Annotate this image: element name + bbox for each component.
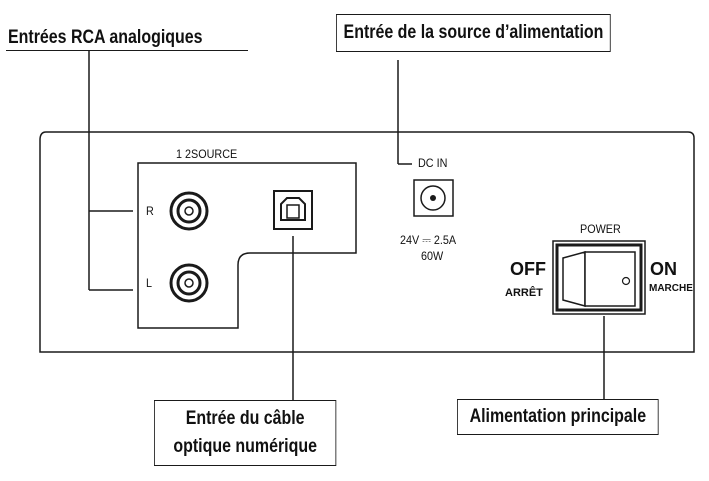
rca-jack-right	[169, 191, 209, 231]
rca-leader-line	[88, 50, 133, 291]
optical-port	[273, 190, 313, 230]
off-label-fr: ARRÊT	[505, 287, 543, 299]
dc-in-label: DC IN	[418, 156, 448, 170]
rca-inputs-underline	[6, 50, 248, 51]
dc-rating-line2: 60W	[421, 249, 444, 263]
main-power-text: Alimentation principale	[469, 406, 647, 427]
off-label: OFF	[510, 259, 546, 279]
rca-inputs-callout: Entrées RCA analogiques	[8, 26, 203, 50]
on-label-fr: MARCHE	[649, 283, 693, 294]
optical-input-text-line2: optique numérique	[173, 435, 317, 457]
channel-left-label: L	[146, 276, 153, 290]
power-source-leader-line	[397, 60, 412, 165]
power-source-input-callout: Entrée de la source d’alimentation	[336, 14, 611, 52]
power-label: POWER	[580, 222, 621, 236]
rca-inputs-text: Entrées RCA analogiques	[8, 27, 203, 48]
power-source-input-text: Entrée de la source d’alimentation	[343, 22, 604, 43]
channel-right-label: R	[146, 204, 154, 218]
rear-panel-outline	[39, 131, 695, 353]
source-label: 1 2SOURCE	[176, 147, 238, 161]
dc-in-jack	[413, 179, 454, 217]
dc-rating-line1: 24V ⎓ 2.5A	[400, 233, 457, 247]
optical-input-text-line1: Entrée du câble	[185, 408, 305, 429]
on-label: ON	[650, 259, 677, 279]
main-power-callout: Alimentation principale	[457, 399, 659, 435]
rca-jack-left	[169, 263, 209, 303]
power-rocker-switch	[552, 240, 646, 315]
optical-input-callout: Entrée du câble optique numérique	[154, 400, 337, 466]
leader-lines	[88, 50, 605, 400]
source-input-group-outline	[137, 162, 357, 329]
